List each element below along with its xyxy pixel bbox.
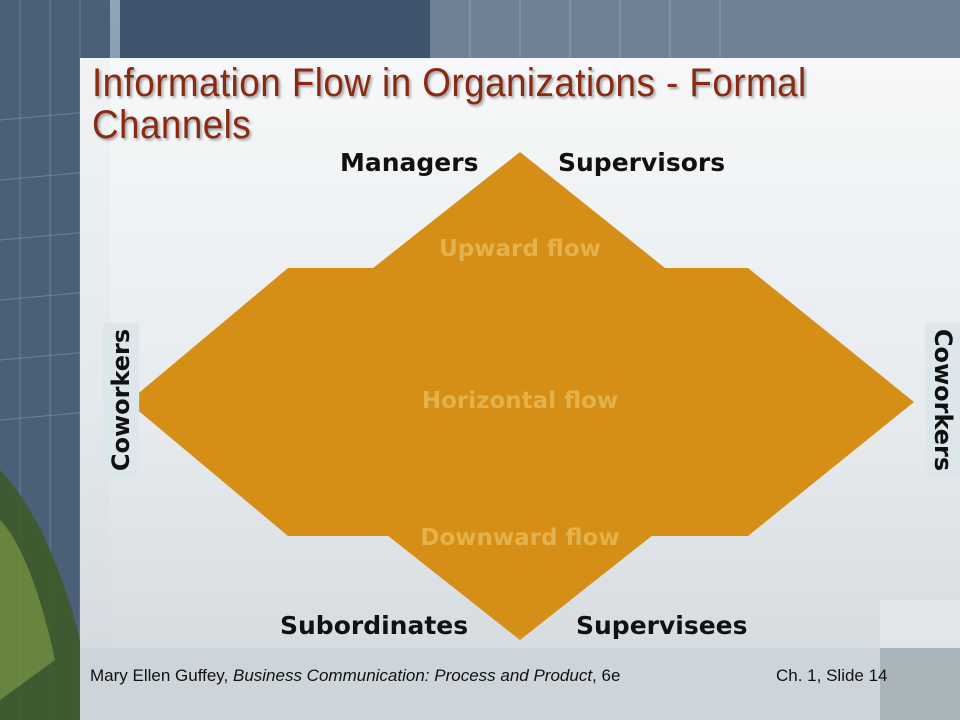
subordinates-label: Subordinates bbox=[280, 611, 469, 640]
upward-flow-label: Upward flow bbox=[439, 236, 601, 262]
supervisors-label: Supervisors bbox=[558, 148, 726, 177]
footer-book-title: Business Communication: Process and Prod… bbox=[232, 666, 593, 685]
slide-number: Ch. 1, Slide 14 bbox=[776, 666, 888, 685]
footer-citation: Mary Ellen Guffey, Business Communicatio… bbox=[90, 666, 620, 686]
horizontal-flow-label: Horizontal flow bbox=[421, 388, 619, 414]
footer-author: Mary Ellen Guffey, bbox=[90, 666, 233, 685]
footer-edition: , 6e bbox=[592, 666, 621, 685]
coworkers-right-label: Coworkers bbox=[925, 322, 960, 478]
coworkers-left-label: Coworkers bbox=[103, 322, 140, 478]
slide-title: Information Flow in Organizations - Form… bbox=[92, 61, 807, 147]
four-way-arrow bbox=[128, 152, 914, 640]
downward-flow-label: Downward flow bbox=[420, 525, 620, 551]
managers-label: Managers bbox=[340, 148, 479, 177]
supervisees-label: Supervisees bbox=[576, 611, 748, 640]
